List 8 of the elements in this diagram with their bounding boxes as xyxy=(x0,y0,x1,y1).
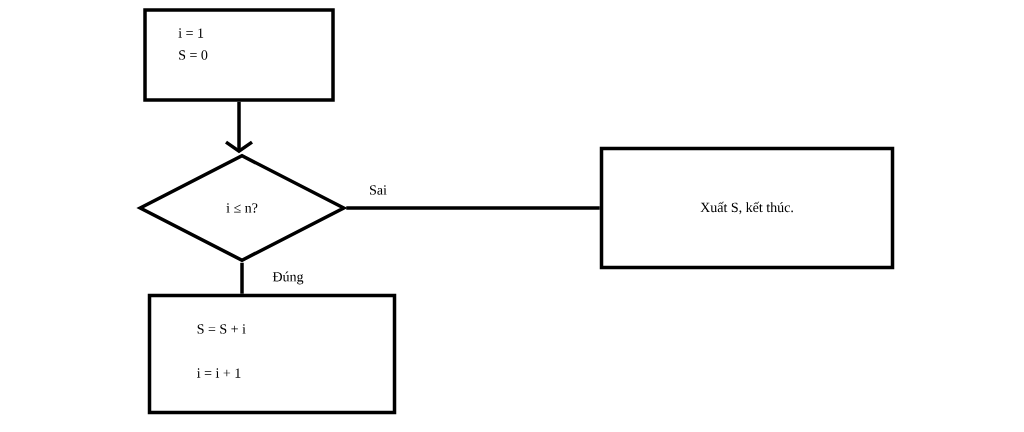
process-box: Xuất S, kết thúc. xyxy=(599,146,895,270)
process-box: i = 1 S = 0 xyxy=(143,8,335,102)
edge-label: Đúng xyxy=(272,271,304,285)
connector-line xyxy=(240,262,244,294)
connector-line xyxy=(346,206,600,210)
edge-label: Sai xyxy=(370,185,387,195)
connector-line xyxy=(225,101,253,154)
process-box: S = S + i i = i + 1 xyxy=(147,293,397,415)
